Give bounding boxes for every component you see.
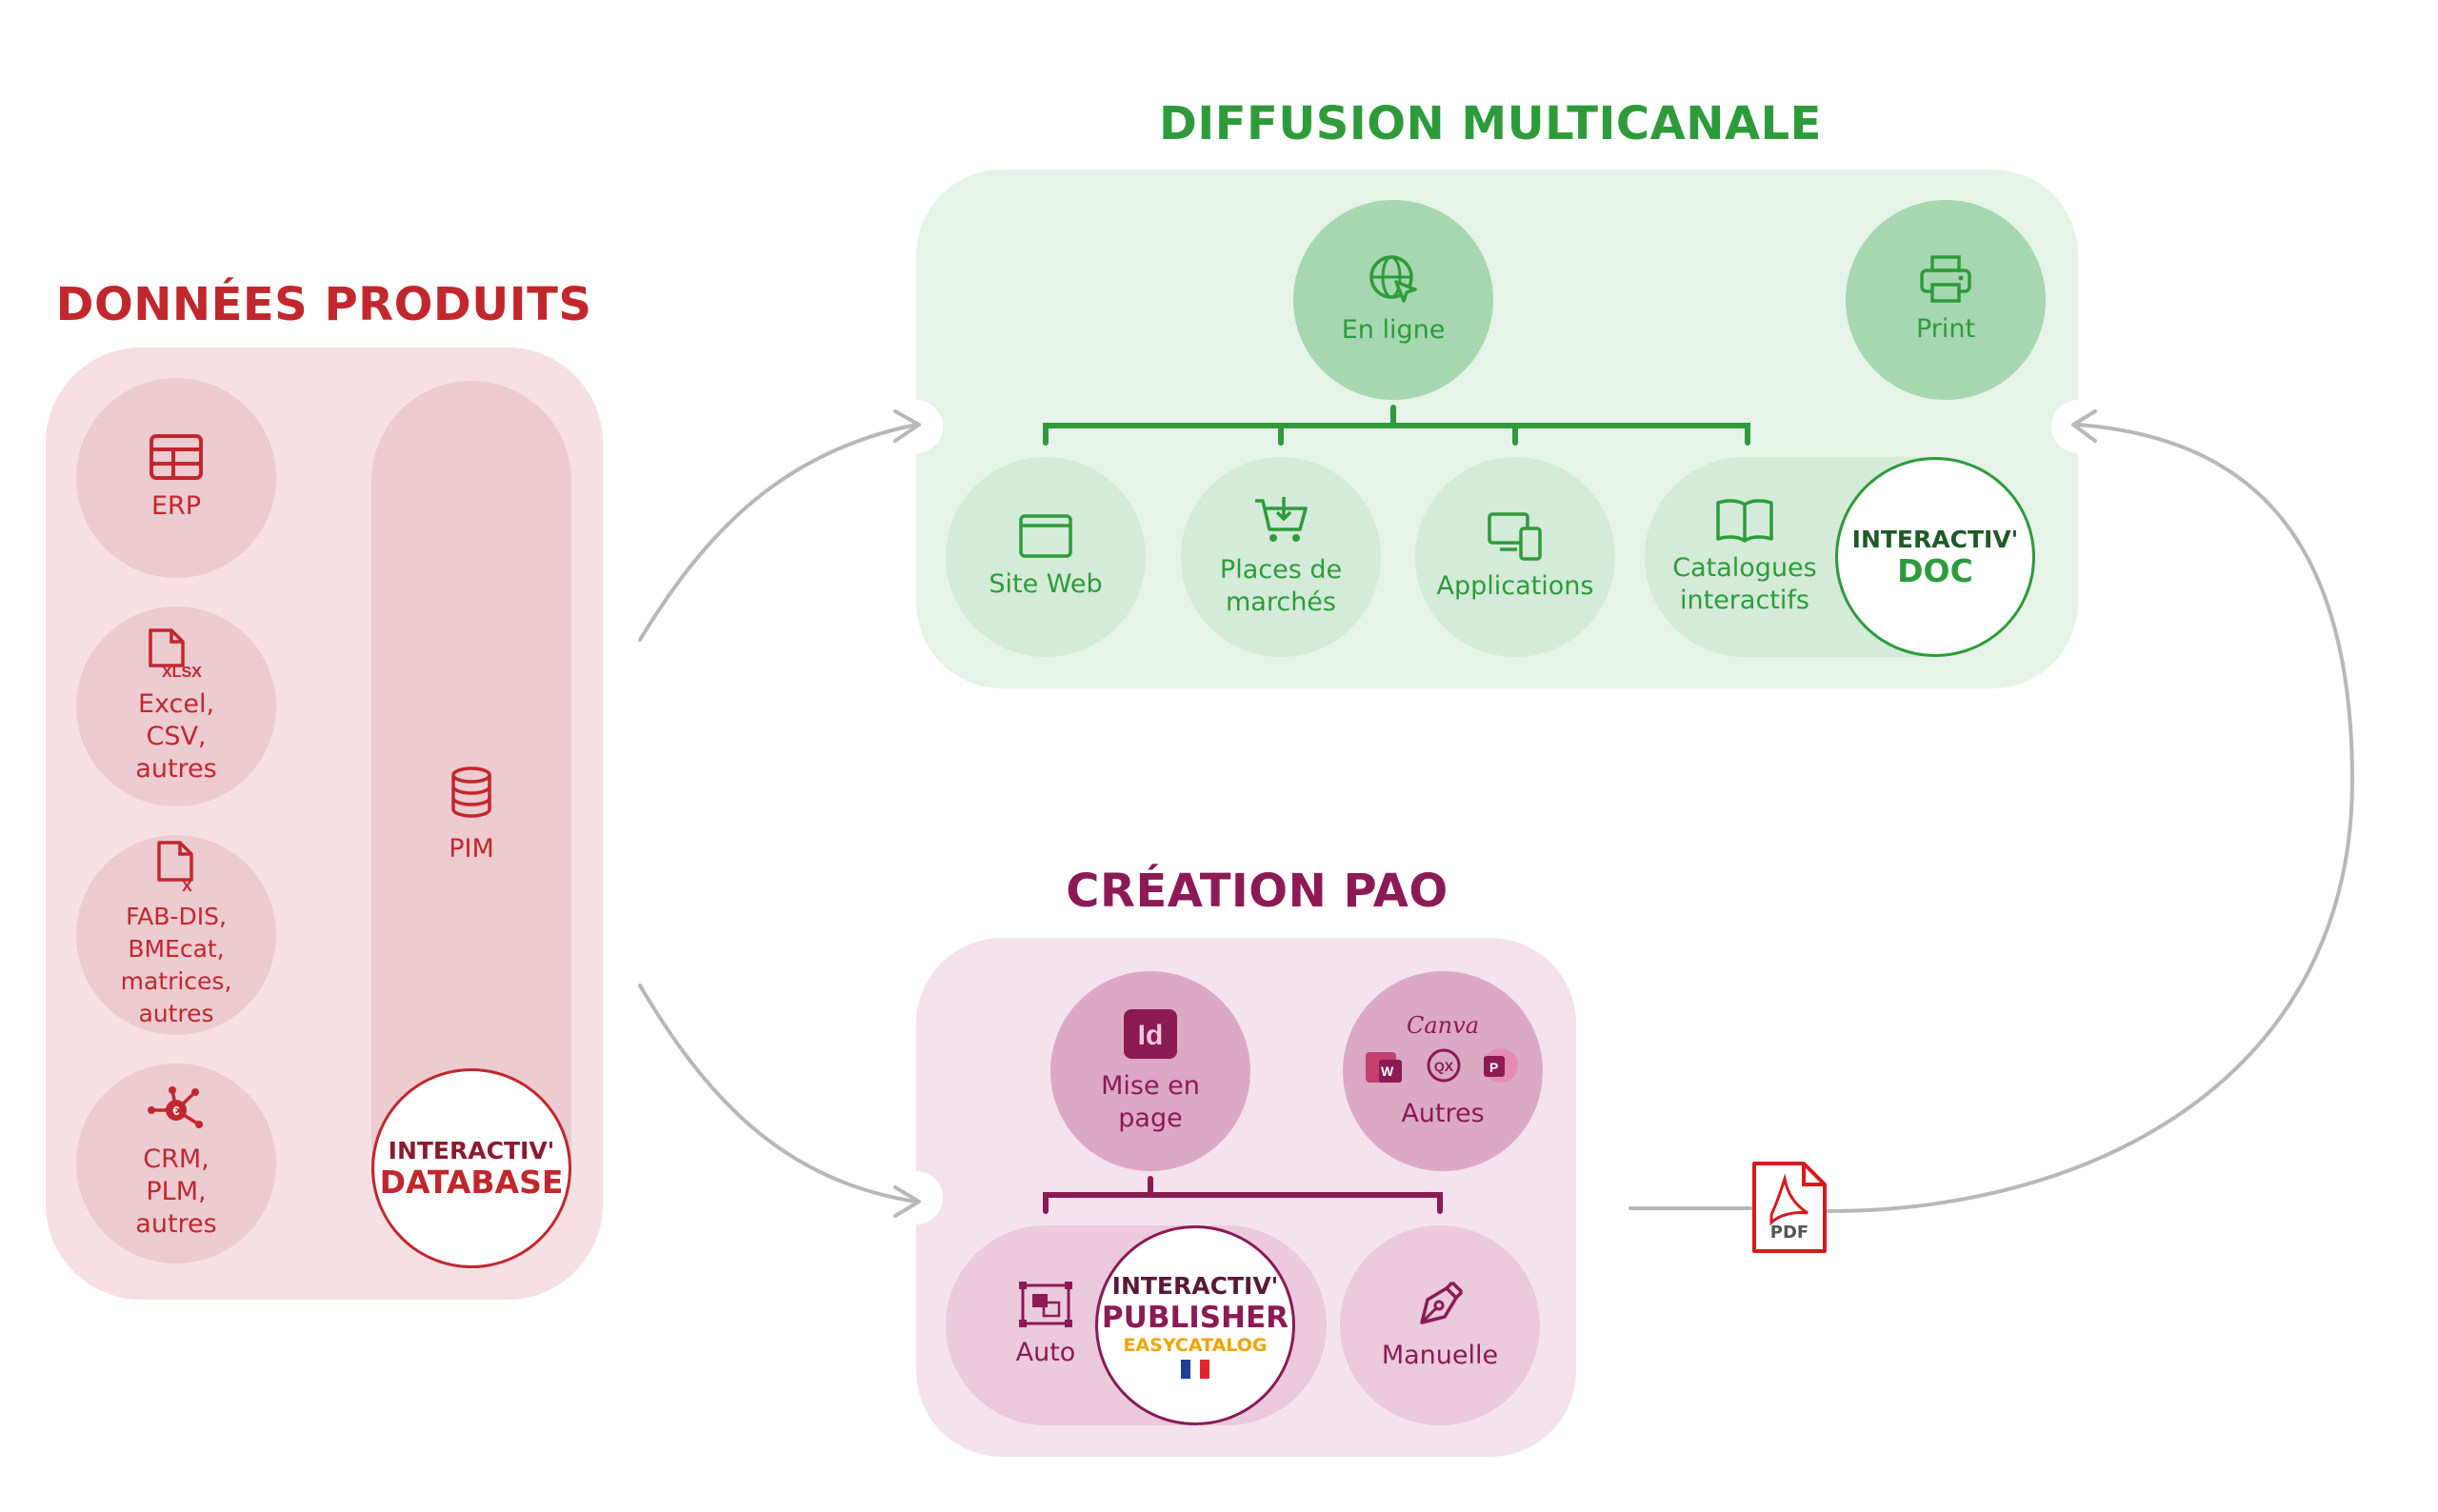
channel-label: Catalogues interactifs bbox=[1672, 553, 1817, 615]
interactiv-database-badge: INTERACTIV' DATABASE bbox=[371, 1068, 571, 1268]
word-glyph: W bbox=[1381, 1064, 1394, 1079]
interactiv-publisher-badge: INTERACTIV' PUBLISHER EASYCATALOG bbox=[1095, 1225, 1295, 1425]
en-ligne: En ligne bbox=[1293, 200, 1493, 400]
brand-line2: DATABASE bbox=[379, 1164, 564, 1201]
brand-line1: INTERACTIV' bbox=[388, 1137, 555, 1164]
interactiv-doc-badge: INTERACTIV' DOC bbox=[1835, 457, 2035, 657]
devices-icon bbox=[1488, 512, 1542, 561]
office-apps-icon: W QX P bbox=[1366, 1048, 1518, 1083]
en-ligne-label: En ligne bbox=[1341, 315, 1446, 345]
brand-line1: INTERACTIV' bbox=[1111, 1272, 1279, 1300]
brand-line3: EASYCATALOG bbox=[1123, 1335, 1268, 1356]
france-flag-icon bbox=[1181, 1360, 1209, 1379]
channel-label: Site Web bbox=[989, 569, 1103, 599]
channel-label: Applications bbox=[1436, 571, 1594, 601]
diffusion-tree-connector bbox=[1043, 405, 1750, 446]
printer-icon bbox=[1920, 255, 1971, 303]
creation-tree-connector bbox=[1043, 1176, 1443, 1214]
brand-line2: PUBLISHER bbox=[1101, 1301, 1289, 1335]
powerpoint-glyph: P bbox=[1489, 1060, 1498, 1075]
indesign-glyph: Id bbox=[1138, 1020, 1164, 1051]
donnees-produits-title: DONNÉES PRODUITS bbox=[55, 278, 592, 331]
print: Print bbox=[1846, 200, 2046, 400]
creation-pao-title: CRÉATION PAO bbox=[1066, 865, 1449, 918]
brand-line2: DOC bbox=[1897, 552, 1973, 589]
auto-label: Auto bbox=[1015, 1338, 1076, 1367]
print-label: Print bbox=[1915, 314, 1976, 344]
mise-en-page-label: Mise en page bbox=[1101, 1071, 1200, 1133]
pim-item: PIM bbox=[371, 766, 571, 865]
arrow-to-diffusion bbox=[638, 423, 918, 642]
book-icon bbox=[1716, 499, 1773, 543]
mise-en-page: Id Mise en page bbox=[1050, 971, 1250, 1171]
autres-label: Autres bbox=[1401, 1099, 1485, 1128]
channel-places-de-marches: Places de marchés bbox=[1181, 457, 1381, 657]
auto: Auto bbox=[946, 1225, 1146, 1425]
source-excel: XLSX Excel, CSV, autres bbox=[76, 607, 276, 806]
network-euro-icon: € bbox=[148, 1086, 203, 1128]
globe-cursor-icon bbox=[1369, 255, 1417, 303]
pdf-file: PDF bbox=[1750, 1160, 1828, 1255]
diffusion-multicanale-title: DIFFUSION MULTICANALE bbox=[1159, 97, 1822, 150]
database-icon bbox=[451, 766, 491, 818]
channel-label: Places de marchés bbox=[1219, 555, 1343, 617]
arrow-pdf-to-print bbox=[1629, 423, 2354, 1213]
xlsx-file-icon: XLSX bbox=[149, 628, 202, 679]
cart-icon bbox=[1255, 497, 1308, 542]
source-erp: ERP bbox=[76, 378, 276, 578]
flow-arrows bbox=[638, 409, 2354, 1218]
euro-tag: € bbox=[172, 1104, 179, 1118]
table-icon bbox=[150, 434, 203, 480]
pdf-label: PDF bbox=[1769, 1223, 1809, 1243]
brand-line1: INTERACTIV' bbox=[1851, 526, 2019, 553]
x-file-icon: X bbox=[157, 841, 193, 891]
pdf-file-icon bbox=[1752, 1162, 1827, 1253]
source-label: ERP bbox=[150, 491, 202, 521]
autres: Canva W QX P Autres bbox=[1343, 971, 1543, 1171]
arrow-to-creation bbox=[638, 984, 918, 1204]
source-crm: € CRM, PLM, autres bbox=[76, 1064, 276, 1263]
layout-auto-icon bbox=[1019, 1282, 1072, 1327]
source-fabdis: X FAB-DIS, BMEcat, matrices, autres bbox=[76, 835, 276, 1035]
xlsx-tag: XLSX bbox=[162, 665, 202, 679]
manuelle: Manuelle bbox=[1340, 1225, 1540, 1425]
source-label: Excel, CSV, autres bbox=[135, 689, 217, 784]
source-label: FAB-DIS, BMEcat, matrices, autres bbox=[120, 903, 232, 1027]
pim-label: PIM bbox=[449, 834, 494, 864]
manuelle-label: Manuelle bbox=[1381, 1341, 1499, 1370]
quark-glyph: QX bbox=[1434, 1059, 1454, 1074]
indesign-icon: Id bbox=[1124, 1009, 1177, 1059]
canva-logo: Canva bbox=[1407, 1012, 1479, 1039]
channel-applications: Applications bbox=[1415, 457, 1615, 657]
channel-catalogues-interactifs: Catalogues interactifs bbox=[1645, 457, 1845, 657]
x-tag: X bbox=[182, 879, 192, 891]
channel-site-web: Site Web bbox=[946, 457, 1146, 657]
browser-window-icon bbox=[1019, 514, 1072, 558]
pen-tool-icon bbox=[1420, 1281, 1464, 1324]
source-label: CRM, PLM, autres bbox=[135, 1144, 217, 1239]
